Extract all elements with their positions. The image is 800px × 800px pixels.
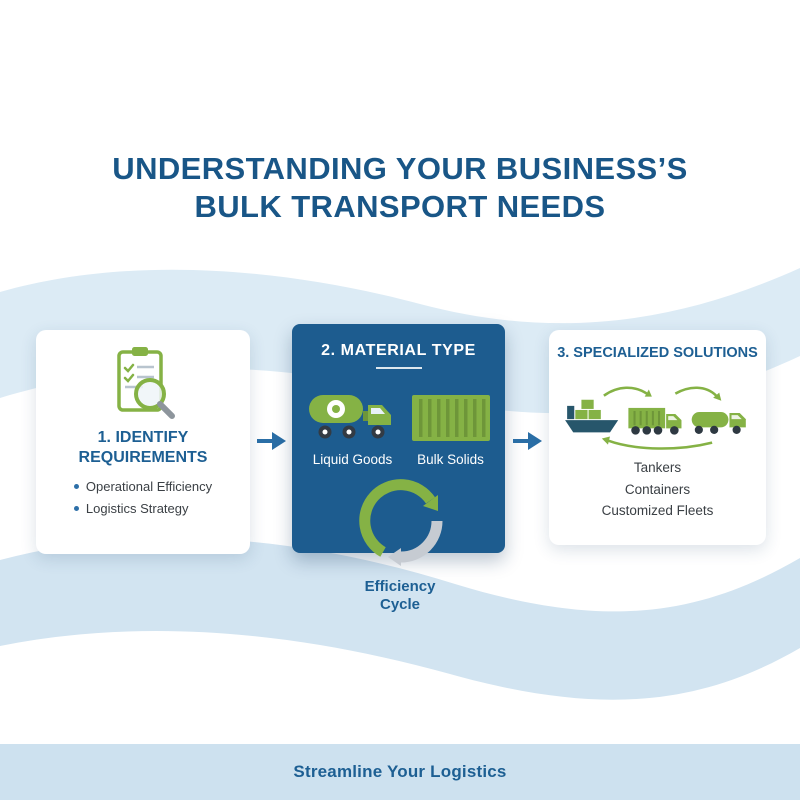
step-3-card: 3. SPECIALIZED SOLUTIONS [549, 330, 766, 545]
fleet-flow-arrows-icon [601, 386, 721, 450]
bullet-dot [73, 506, 79, 511]
bullet-item: Logistics Strategy [73, 501, 189, 516]
cycle-label-line-2: Cycle [379, 596, 421, 613]
bullet-text: Logistics Strategy [85, 501, 189, 516]
page-title: UNDERSTANDING YOUR BUSINESS’S BULK TRANS… [0, 150, 800, 226]
solution-item: Customized Fleets [601, 503, 714, 519]
liquid-goods-column: Liquid Goods [307, 387, 399, 467]
step-2-card: 2. MATERIAL TYPE Liquid Goods [292, 324, 505, 553]
bulk-solids-column: Bulk Solids [411, 387, 491, 467]
container-truck-icon [627, 407, 681, 435]
solution-item: Containers [624, 481, 691, 497]
solution-item: Tankers [633, 460, 682, 475]
fleet-cycle-icons [564, 386, 746, 450]
flow-arrow-2-icon [513, 432, 542, 450]
efficiency-cycle-label: Efficiency Cycle [320, 578, 480, 614]
tanker-truck-icon [308, 395, 391, 439]
step-1-bullets: Operational Efficiency Logistics Strateg… [73, 479, 213, 516]
cargo-ship-icon [564, 399, 618, 433]
title-line-2: BULK TRANSPORT NEEDS [194, 188, 606, 224]
step-3-title: 3. SPECIALIZED SOLUTIONS [557, 345, 758, 361]
footer-text: Streamline Your Logistics [293, 762, 507, 781]
step-1-title: 1. IDENTIFY REQUIREMENTS [78, 429, 208, 466]
material-icons-row: Liquid Goods Bulk Solids [307, 387, 491, 467]
footer-banner: Streamline Your Logistics [0, 744, 800, 800]
step-2-title: 2. MATERIAL TYPE [321, 342, 476, 359]
liquid-goods-label: Liquid Goods [312, 452, 393, 467]
bullet-item: Operational Efficiency [73, 479, 213, 494]
solutions-list: Tankers Containers Customized Fleets [602, 457, 714, 522]
bulk-container-icon [411, 395, 490, 441]
bulk-solids-label: Bulk Solids [417, 452, 484, 467]
title-line-1: UNDERSTANDING YOUR BUSINESS’S [112, 151, 688, 186]
title-underline [375, 367, 422, 369]
bullet-text: Operational Efficiency [85, 479, 213, 494]
bullet-dot [73, 484, 79, 489]
cycle-label-line-1: Efficiency [364, 578, 436, 595]
step-1-card: 1. IDENTIFY REQUIREMENTS Operational Eff… [36, 330, 250, 554]
flow-arrow-1-icon [257, 432, 286, 450]
small-tanker-truck-icon [691, 412, 746, 434]
efficiency-cycle-icon [359, 479, 443, 566]
checklist-magnifier-icon [117, 347, 175, 419]
